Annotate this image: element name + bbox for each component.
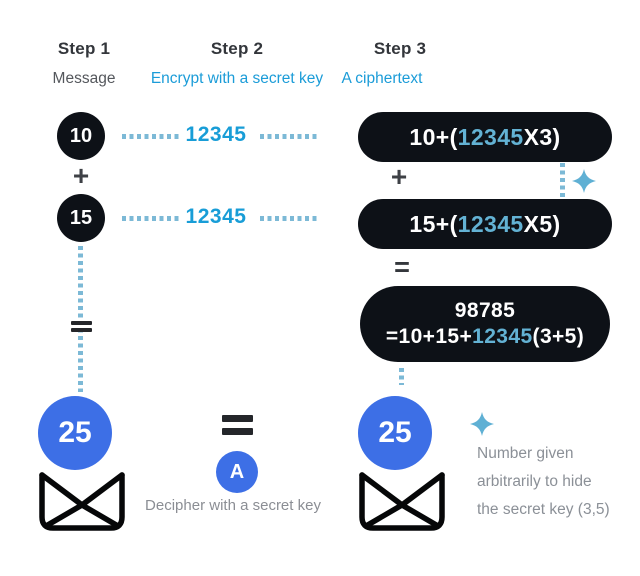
plus-sign-left: + — [72, 160, 90, 191]
step1-subtitle: Message — [52, 70, 116, 87]
result-ciphertext-pill: 98785 =10+15+12345(3+5) — [360, 286, 610, 362]
decipher-key-badge: A — [216, 451, 258, 493]
decrypted-circle-left: 25 — [38, 396, 112, 470]
note-line: arbitrarily to hide — [477, 473, 592, 490]
message-value-15: 15 — [69, 206, 93, 229]
secret-key-row2: 12345 — [185, 205, 247, 228]
equals-sign-middle-bar — [222, 415, 253, 422]
dotted-connector-vertical — [78, 246, 83, 392]
equals-sign-left-bar — [71, 321, 92, 325]
equals-sign-left-bar — [71, 328, 92, 332]
message-value-10: 10 — [69, 124, 93, 147]
cipher2-key: 12345 — [457, 210, 524, 237]
step2-title: Step 2 — [210, 39, 264, 58]
open-envelope-icon — [359, 472, 445, 531]
sparkle-icon — [572, 169, 596, 193]
step3-subtitle: A ciphertext — [341, 70, 423, 87]
cipher1-key: 12345 — [457, 123, 524, 150]
result-formula: =10+15+12345(3+5) — [386, 324, 584, 350]
cipher1-prefix: 10+( — [409, 123, 458, 150]
cipher2-suffix: X5) — [523, 210, 561, 237]
decrypted-circle-right: 25 — [358, 396, 432, 470]
result-key: 12345 — [472, 325, 533, 348]
decipher-caption: Decipher with a secret key — [145, 497, 321, 514]
dotted-connector-vertical — [560, 163, 565, 201]
cipher1-suffix: X3) — [523, 123, 561, 150]
decrypted-value-left: 25 — [58, 416, 92, 449]
sparkle-icon — [470, 412, 494, 436]
note-line: Number given — [477, 445, 574, 462]
open-envelope-icon — [39, 472, 125, 531]
plus-sign-right: + — [390, 161, 408, 192]
result-prefix: =10+15+ — [385, 325, 473, 348]
decipher-key-letter: A — [229, 460, 245, 483]
dotted-connector — [122, 134, 180, 139]
secret-key-note: Number given arbitrarily to hide the sec… — [477, 440, 637, 524]
note-line: the secret key (3,5) — [477, 501, 610, 518]
result-value: 98785 — [454, 299, 516, 322]
equals-sign-middle-bar — [222, 428, 253, 435]
decrypted-value-right: 25 — [378, 416, 412, 449]
dotted-connector — [260, 134, 318, 139]
message-circle-15: 15 — [57, 194, 105, 242]
step3-title: Step 3 — [373, 39, 427, 58]
dotted-connector — [260, 216, 318, 221]
cipher2-prefix: 15+( — [409, 210, 458, 237]
secret-key-row1: 12345 — [185, 123, 247, 146]
result-suffix: (3+5) — [532, 325, 585, 348]
equals-sign-right: = — [394, 252, 410, 282]
dotted-connector-vertical — [399, 368, 404, 385]
dotted-connector — [122, 216, 180, 221]
step2-subtitle: Encrypt with a secret key — [150, 70, 324, 87]
step1-title: Step 1 — [57, 39, 111, 58]
message-circle-10: 10 — [57, 112, 105, 160]
